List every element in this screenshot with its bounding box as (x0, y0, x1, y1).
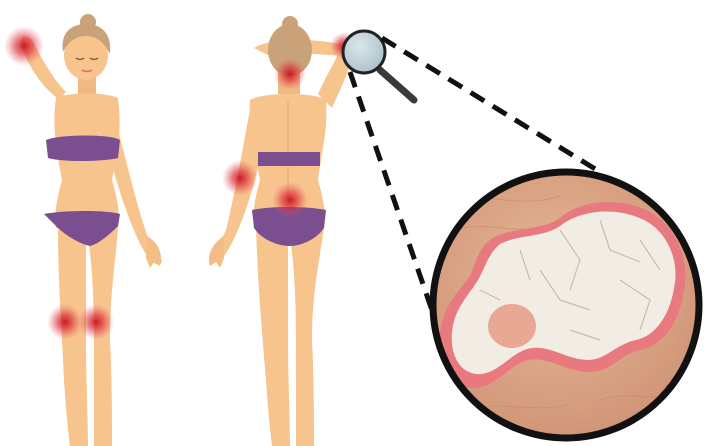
magnifying-glass-icon (343, 31, 414, 100)
spot-back-lower (272, 182, 308, 218)
woman-front-icon (21, 14, 162, 446)
spot-front-knee-left (47, 304, 83, 340)
spot-front-elbow (4, 26, 44, 66)
spot-front-knee-right (78, 304, 114, 340)
spot-back-elbow-left (222, 160, 258, 196)
spot-back-neck (274, 58, 306, 90)
psoriasis-plaque-closeup (430, 170, 709, 446)
